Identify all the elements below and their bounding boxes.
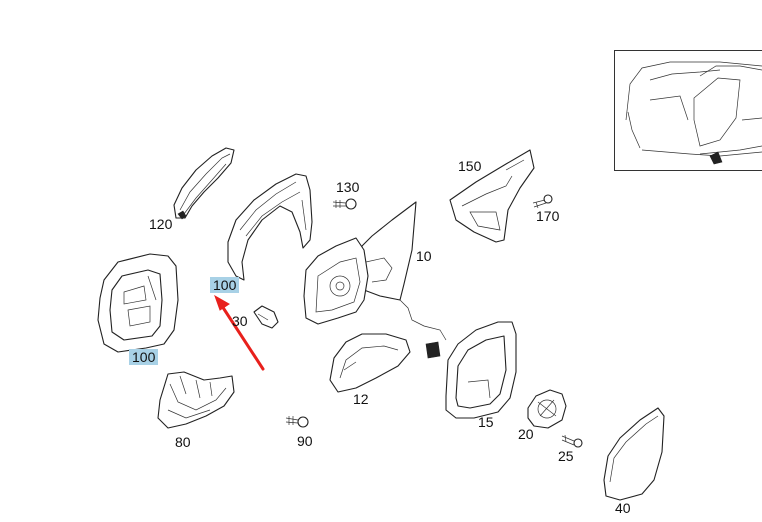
part-10-mirror-base[interactable]	[303, 201, 447, 359]
part-150-upper-bracket[interactable]	[449, 149, 535, 243]
part-130-screw[interactable]	[332, 198, 357, 210]
part-120-turn-signal[interactable]	[173, 147, 235, 220]
part-80-lower-cover[interactable]	[157, 371, 235, 429]
part-90-screw[interactable]	[285, 416, 309, 428]
label-10: 10	[416, 248, 432, 264]
label-12: 12	[353, 391, 369, 407]
label-150: 150	[458, 158, 482, 174]
part-170-screw[interactable]	[532, 194, 553, 209]
label-40: 40	[615, 500, 631, 516]
label-100-upper: 100	[210, 277, 240, 293]
part-100-lower-housing-frame[interactable]	[97, 253, 179, 353]
part-12-lower-trim[interactable]	[329, 333, 411, 393]
part-25-screw[interactable]	[561, 434, 583, 448]
label-170: 170	[536, 208, 560, 224]
inset-frame	[614, 50, 762, 171]
label-130: 130	[336, 179, 360, 195]
label-30: 30	[232, 313, 248, 329]
label-120: 120	[149, 216, 173, 232]
indicator-arrow	[214, 294, 265, 371]
label-20: 20	[518, 426, 534, 442]
part-30-bulb[interactable]	[253, 305, 279, 329]
label-100-lower: 100	[129, 349, 159, 365]
vehicle-location-inset	[625, 61, 762, 165]
part-100-upper-housing-cover[interactable]	[227, 173, 313, 281]
label-15: 15	[478, 414, 494, 430]
part-15-glass-holder[interactable]	[445, 321, 517, 419]
part-40-mirror-glass[interactable]	[603, 407, 665, 501]
label-90: 90	[297, 433, 313, 449]
label-80: 80	[175, 434, 191, 450]
part-20-adjustment-motor[interactable]	[527, 389, 567, 429]
label-25: 25	[558, 448, 574, 464]
